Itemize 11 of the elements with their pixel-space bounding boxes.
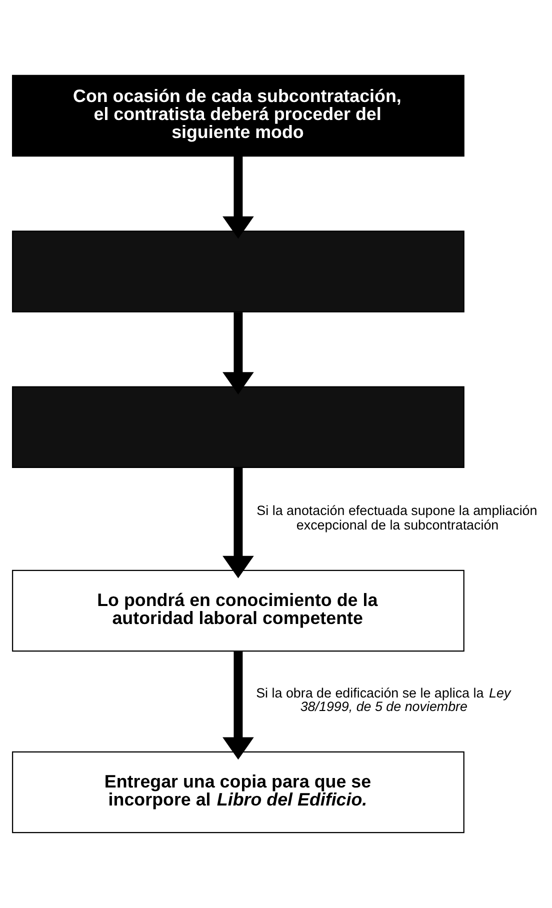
- edge-label: Si la anotación efectuada supone la ampliación excepcional de la subcontratación: [256, 503, 538, 533]
- node-box: Lo pondrá en conocimiento de la autoridad laboral competente: [12, 570, 464, 652]
- node-box: [12, 386, 464, 468]
- node-box: Con ocasión de cada subcontratación, el contratista deberá proceder del siguiente modo: [12, 74, 464, 157]
- arrow: [222, 651, 254, 760]
- node-box: Entregar una copia para que se incorpore al Libro del Edificio.: [12, 751, 464, 834]
- arrow: [222, 156, 254, 239]
- edge-label: Si la obra de edificación se le aplica la Ley 38/1999, de 5 de noviembre: [256, 686, 511, 714]
- node-box: [12, 230, 464, 312]
- arrow: [222, 468, 254, 578]
- arrow: [222, 312, 254, 394]
